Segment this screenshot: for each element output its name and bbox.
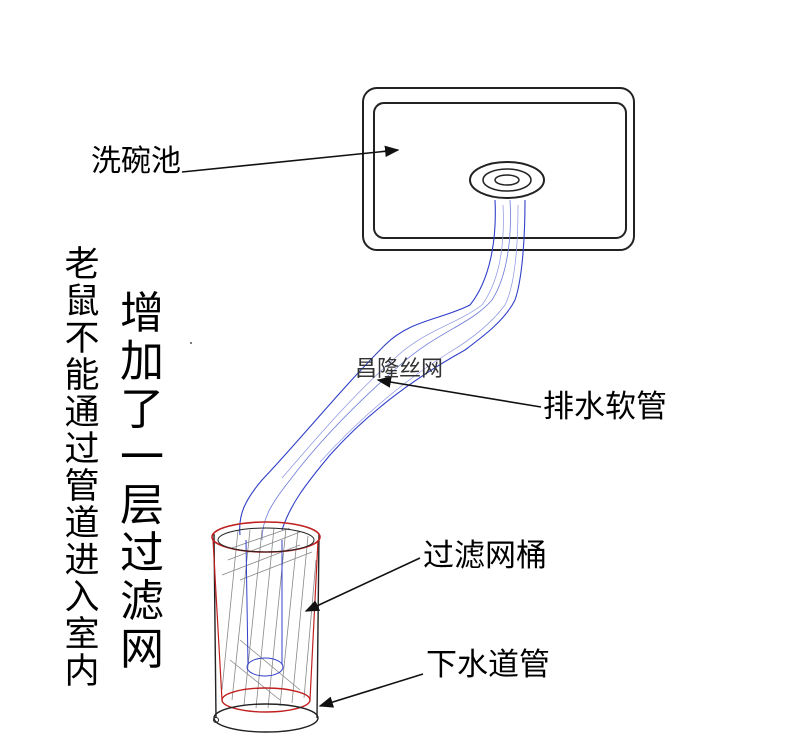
drain-hose-label: 排水软管 (543, 389, 667, 425)
vertical-char: 加 (120, 336, 164, 387)
vertical-char: 通 (64, 393, 100, 433)
vertical-char: 进 (64, 541, 100, 581)
rats-blocked-vertical-text: 老鼠不能通过管道进入室内 (62, 248, 102, 692)
vertical-char: 入 (64, 578, 100, 618)
bucket-bottom-mesh (221, 687, 311, 713)
arrow-to-sewer (318, 673, 424, 708)
watermark-label: 昌隆丝网 (355, 357, 444, 382)
sink-drain-inner (494, 174, 520, 186)
added-filter-vertical-text: 增加了一层过滤网 (118, 292, 166, 676)
inner-pipe-end (245, 539, 284, 677)
vertical-char: 老 (64, 245, 100, 285)
sink-outer-rim (362, 87, 635, 251)
sewer-pipe-label: 下水道管 (426, 647, 550, 683)
arrow-to-bucket (304, 557, 421, 612)
vertical-char: 能 (64, 356, 100, 396)
vertical-char: 道 (64, 504, 100, 544)
vertical-char: 增 (120, 288, 164, 339)
bucket-right-side (316, 533, 320, 719)
arrow-to-hose (376, 376, 542, 408)
filter-mesh-hatching (221, 527, 317, 709)
filter-bucket-label: 过滤网桶 (423, 538, 547, 574)
vertical-char: 不 (64, 319, 100, 359)
vertical-char: 室 (64, 615, 100, 655)
arrow-to-sink (181, 145, 400, 173)
sink-label: 洗碗池 (91, 144, 181, 179)
vertical-char: 过 (64, 430, 100, 470)
drain-hose (239, 199, 526, 541)
vertical-char: 网 (120, 624, 164, 675)
sink-drain-middle (482, 168, 532, 192)
vertical-char: 滤 (120, 576, 164, 627)
filter-bucket (211, 521, 321, 733)
vertical-char: 了 (120, 384, 164, 435)
sink-drain-outer (469, 161, 545, 199)
vertical-char: 鼠 (64, 282, 100, 322)
vertical-char: 层 (120, 480, 164, 531)
vertical-char: 过 (120, 528, 164, 579)
vertical-char: 一 (120, 432, 164, 483)
vertical-char: 内 (64, 652, 100, 692)
bucket-top-rim-inner (217, 527, 315, 553)
vertical-char: 管 (64, 467, 100, 507)
bucket-bottom (213, 703, 319, 733)
sink-basin (373, 102, 627, 239)
